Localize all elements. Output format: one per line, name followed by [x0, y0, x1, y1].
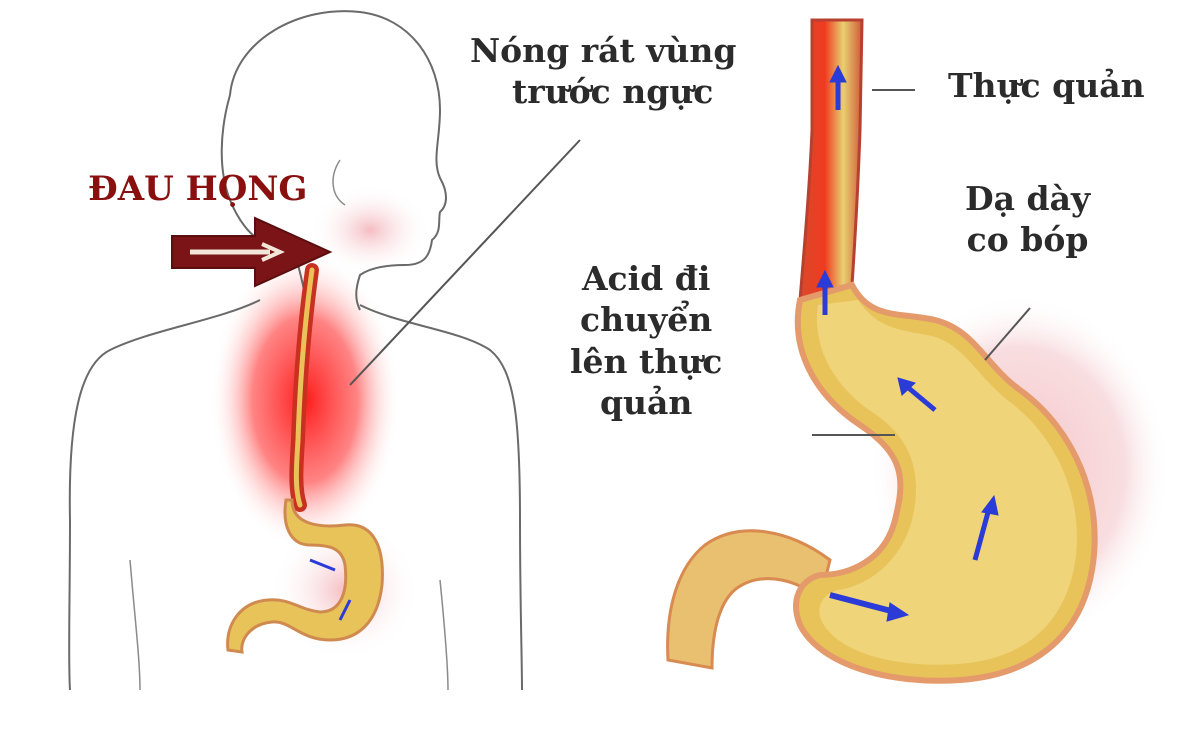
- chest-burn-line-2: trước ngực: [512, 72, 714, 112]
- arm-line-right: [439, 579, 449, 691]
- chest-burn-label: Nóng rát vùng trước ngực: [470, 30, 736, 113]
- small-esophagus-inner: [293, 267, 315, 508]
- body-outline-left: [68, 299, 261, 691]
- stomach-closeup: [666, 18, 1170, 684]
- throat-glow: [310, 185, 430, 275]
- esophagus-tube: [798, 18, 864, 303]
- flow-arrow-4: [972, 504, 993, 561]
- throat-pain-text: ĐAU HỌNG: [88, 169, 308, 209]
- flow-arrows: [816, 64, 999, 622]
- throat-arrow: [171, 216, 333, 288]
- chest-leader-line: [349, 139, 581, 386]
- stomach-inner: [816, 300, 1077, 665]
- flow-arrow-3: [903, 383, 937, 412]
- body-outline-right: [359, 304, 523, 691]
- small-stomach-arrow-2: [338, 599, 352, 621]
- acid-line-3: lên thực: [570, 341, 723, 381]
- flow-arrow-2-head: [816, 269, 834, 288]
- duodenum: [666, 529, 832, 670]
- ear-outline: [332, 159, 346, 206]
- stomach-leader-line: [984, 307, 1031, 361]
- flow-arrow-5: [829, 592, 896, 615]
- acid-line-4: quản: [599, 382, 693, 422]
- acid-label: Acid đi chuyển lên thực quản: [570, 258, 722, 423]
- small-stomach-arrow: [309, 558, 336, 572]
- stomach-line-1: Dạ dày: [965, 179, 1091, 218]
- stomach-line-2: co bóp: [966, 220, 1089, 260]
- flow-arrow-5-head: [886, 602, 910, 622]
- head-outline: [229, 10, 447, 311]
- human-figure: [68, 10, 581, 691]
- esophagus-text: Thực quản: [948, 66, 1145, 105]
- esophagus-label: Thực quản: [948, 65, 1145, 106]
- flow-arrow-3-head: [897, 377, 916, 396]
- arm-line-left: [129, 559, 141, 691]
- flow-arrow-1-head: [829, 64, 847, 83]
- acid-line-2: chuyển: [580, 300, 713, 340]
- throat-pain-label: ĐAU HỌNG: [88, 168, 307, 211]
- stomach-label: Dạ dày co bóp: [965, 178, 1090, 261]
- acid-line-1: Acid đi: [581, 259, 711, 298]
- chest-burn-line-1: Nóng rát vùng: [470, 31, 737, 70]
- flow-arrow-4-head: [981, 494, 999, 516]
